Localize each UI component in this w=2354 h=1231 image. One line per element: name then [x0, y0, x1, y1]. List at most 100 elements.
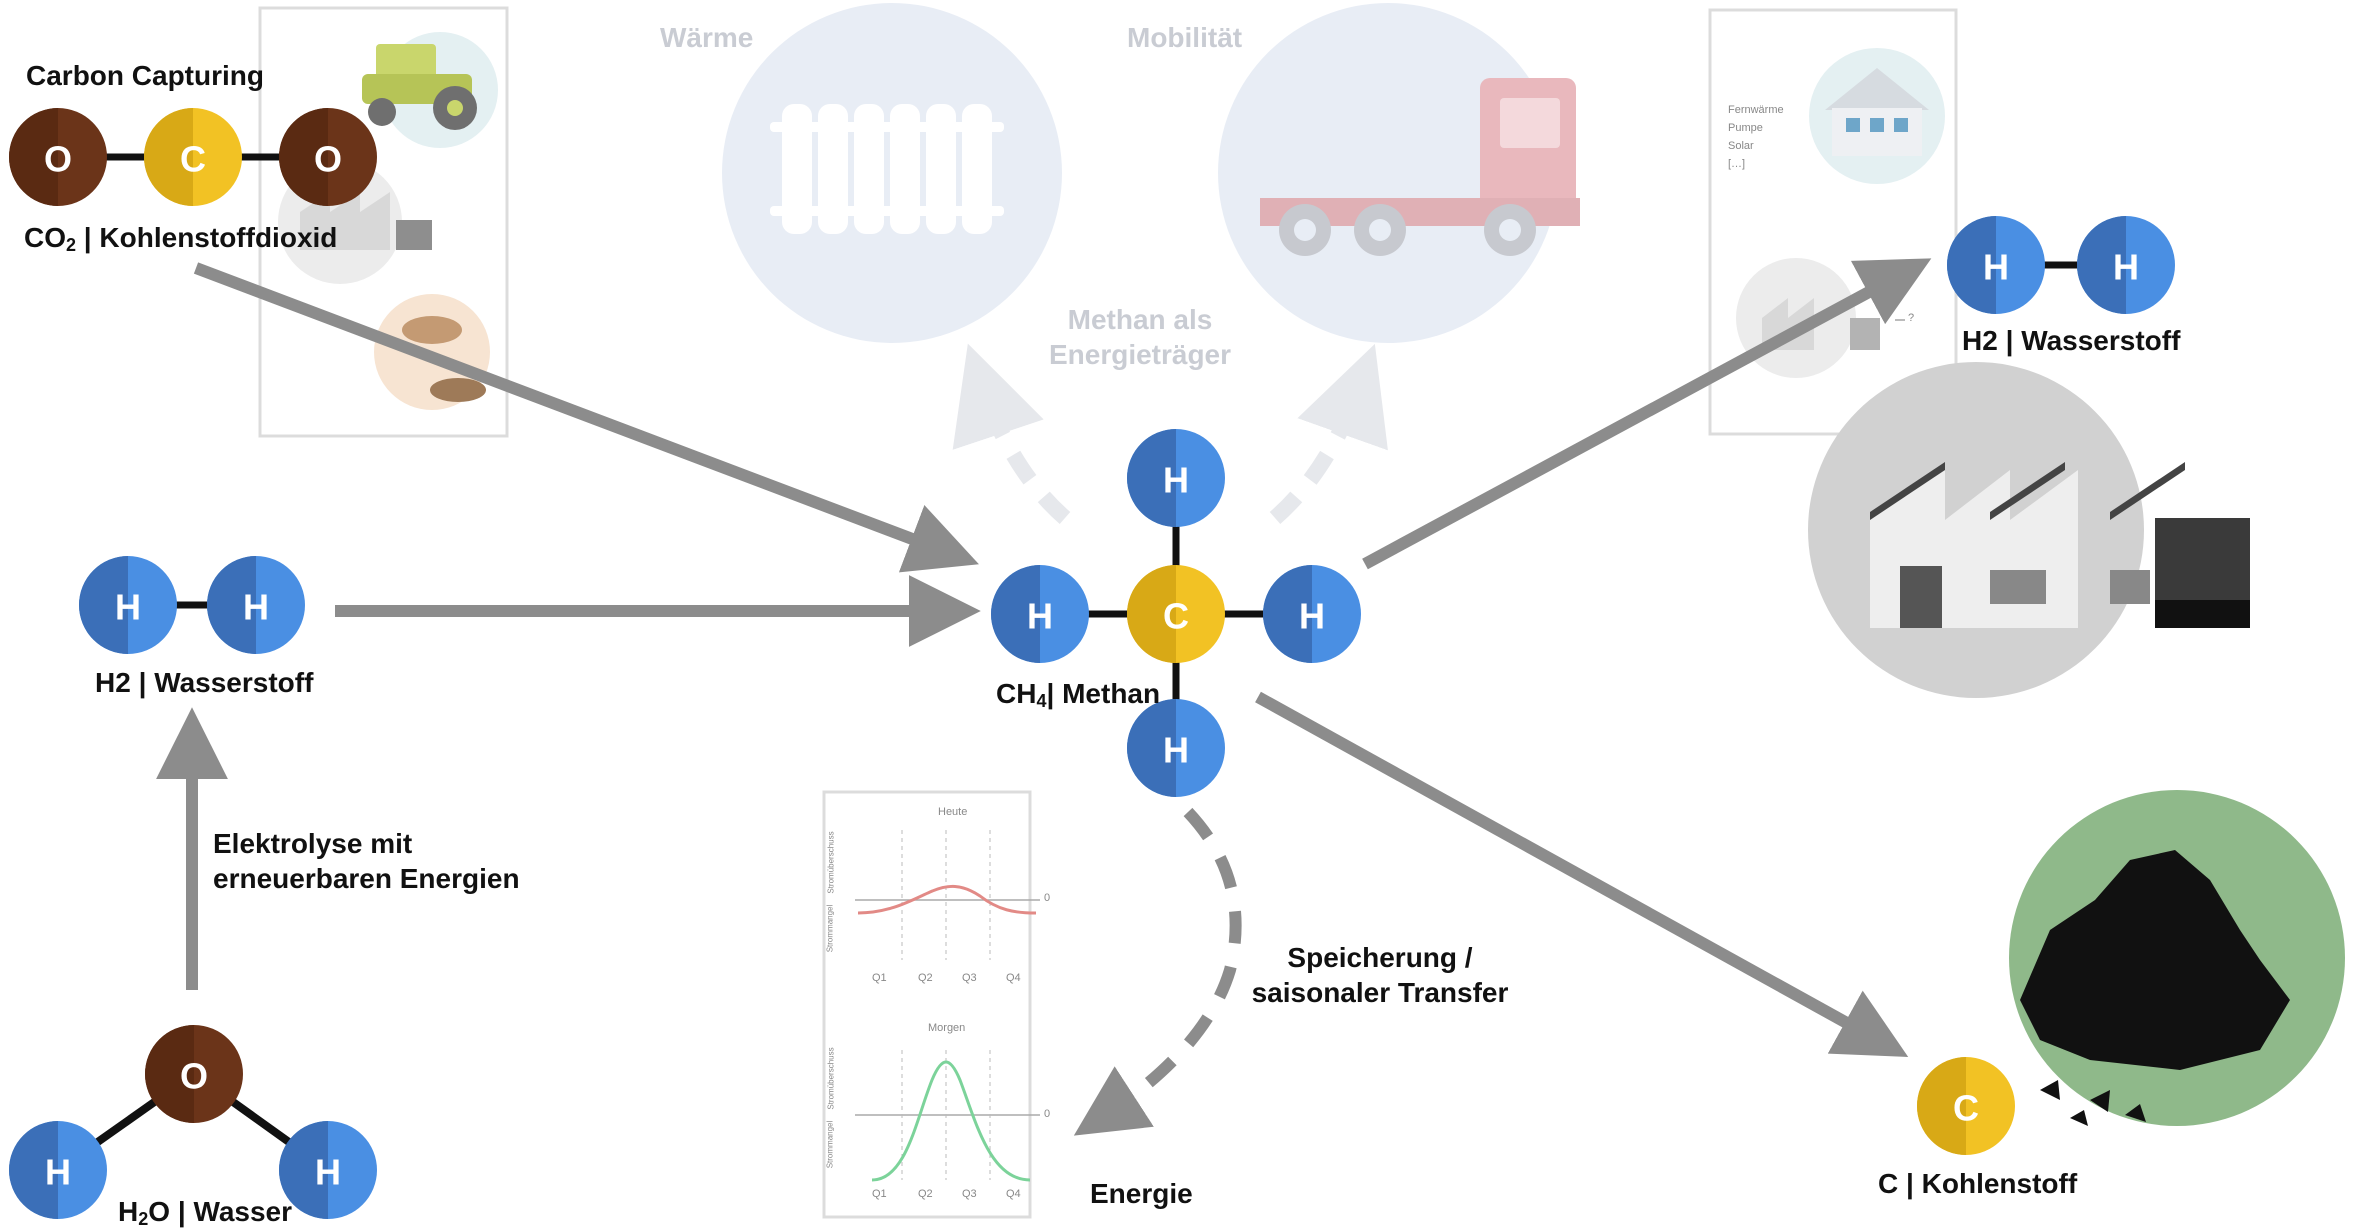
carbon-capturing-heading: Carbon Capturing	[26, 60, 264, 91]
tomorrow-y-label-top: Stromüberschuss	[826, 1047, 836, 1110]
co2-formula-sub: 2	[66, 235, 77, 255]
energy-carrier-line1: Methan als	[1067, 304, 1213, 335]
methane-hydrogen-bottom-atom-label: H	[1163, 730, 1189, 771]
radiator-icon	[770, 104, 1004, 234]
heat-item-district: Fernwärme	[1728, 104, 1784, 116]
heat-usage-circle	[722, 3, 1062, 343]
livestock-icon	[402, 316, 486, 402]
today-y-label-bottom: Strommangel	[825, 904, 835, 953]
h2-right-separator: |	[2005, 325, 2014, 356]
electrolysis-line1: Elektrolyse mit	[213, 828, 413, 859]
coal-circle	[2009, 790, 2345, 1126]
methane-hydrogen-right-atom: H	[1263, 565, 1361, 663]
co2-separator: |	[83, 222, 92, 253]
methane-hydrogen-bottom-atom: H	[1127, 699, 1225, 797]
h2-left-label: H2 | Wasserstoff	[95, 665, 313, 700]
today-zero-label: 0	[1044, 892, 1051, 904]
heat-supply-panel	[1708, 8, 1958, 436]
arrow-methane-to-carbon	[1255, 691, 1909, 1057]
tomorrow-q3: Q3	[962, 1188, 977, 1200]
water-separator: |	[177, 1196, 186, 1227]
h2-left-atom-1: H	[79, 556, 177, 654]
h2-left-atom-2: H	[207, 556, 305, 654]
today-q3: Q3	[962, 972, 977, 984]
tomorrow-q2: Q2	[918, 1188, 933, 1200]
carbon-name: Kohlenstoff	[1921, 1168, 2078, 1199]
methane-name: Methan	[1062, 678, 1161, 709]
water-name: Wasser	[193, 1196, 293, 1227]
co2-oxygen-right-atom-label: O	[314, 139, 342, 180]
methane-formula: CH4	[996, 678, 1047, 711]
h2-left-name: Wasserstoff	[154, 667, 314, 698]
energy-carrier-line2: Energieträger	[1048, 339, 1232, 370]
water-hydrogen-left-atom-label: H	[45, 1152, 71, 1193]
methane-hydrogen-right-atom-label: H	[1299, 596, 1325, 637]
arrow-storage	[1073, 807, 1242, 1136]
heat-item-pump: Pumpe	[1728, 122, 1763, 134]
co2-carbon-atom-label: C	[180, 139, 206, 180]
h2-left-separator: |	[138, 667, 147, 698]
heat-label: Wärme	[660, 22, 754, 53]
industry-circle	[1808, 362, 2250, 698]
h2-right-atom-2: H	[2077, 216, 2175, 314]
truck-icon	[1260, 78, 1580, 256]
factory-icon	[1870, 462, 2250, 628]
h2-left-atom-2-label: H	[243, 587, 269, 628]
tomorrow-chart	[855, 1050, 1040, 1182]
water-label: H2O | Wasser	[118, 1194, 292, 1231]
house-icon	[1825, 68, 1929, 156]
h2-right-atom-2-label: H	[2113, 247, 2139, 288]
tomorrow-curve	[871, 1060, 1031, 1182]
water-oxygen-atom-label: O	[180, 1056, 208, 1097]
mobility-usage-circle	[1218, 3, 1580, 343]
energy-label: Energie	[1090, 1178, 1193, 1209]
methane-hydrogen-top-atom-label: H	[1163, 460, 1189, 501]
tomorrow-y-label-bottom: Strommangel	[825, 1120, 835, 1169]
factory-small-icon	[300, 192, 432, 250]
methane-separator: |	[1046, 678, 1055, 709]
h2-right-atom-1-label: H	[1983, 247, 2009, 288]
carbon-atom-label: C	[1953, 1088, 1979, 1129]
methane-hydrogen-left-atom: H	[991, 565, 1089, 663]
co2-name: Kohlenstoffdioxid	[99, 222, 338, 253]
carbon-sources-panel	[258, 6, 509, 438]
co2-oxygen-right-atom: O	[279, 108, 377, 206]
water-formula-tail: O	[148, 1196, 171, 1227]
methane-formula-sub: 4	[1036, 691, 1047, 711]
methane-carbon-atom: C	[1127, 565, 1225, 663]
coal-pile-icon	[2020, 850, 2290, 1126]
storage-line1: Speicherung /	[1287, 942, 1473, 973]
water-hydrogen-right-atom-label: H	[315, 1152, 341, 1193]
carbon-atom: C	[1917, 1057, 2015, 1155]
arrow-methane-to-h2	[1362, 258, 1932, 570]
tomorrow-q1: Q1	[872, 1188, 887, 1200]
today-q1: Q1	[872, 972, 887, 984]
co2-formula-base: CO	[24, 222, 66, 253]
water-formula-base: H	[118, 1196, 139, 1227]
methane-hydrogen-top-atom: H	[1127, 429, 1225, 527]
energy-carrier-label: Methan als Energieträger	[1049, 302, 1231, 372]
h2-right-formula: H2	[1962, 325, 1998, 356]
water-hydrogen-left-atom: H	[9, 1121, 107, 1219]
tomorrow-zero-label: 0	[1044, 1108, 1051, 1120]
arrow-to-mobility	[1269, 343, 1388, 525]
h2-right-label: H2 | Wasserstoff	[1962, 323, 2180, 358]
h2-right-name: Wasserstoff	[2021, 325, 2181, 356]
arrow-co2-to-methane	[193, 262, 979, 573]
today-q2: Q2	[918, 972, 933, 984]
energy-chart-panel	[822, 790, 1040, 1219]
water-hydrogen-right-atom: H	[279, 1121, 377, 1219]
mobility-label: Mobilität	[1127, 22, 1243, 53]
carbon-separator: |	[1906, 1168, 1914, 1199]
arrow-to-heat	[952, 343, 1071, 525]
today-y-label-top: Stromüberschuss	[826, 831, 836, 894]
water-formula-sub: 2	[138, 1209, 149, 1229]
methane-label: CH4| Methan	[996, 676, 1160, 713]
co2-formula: CO2	[24, 222, 77, 255]
today-curve	[857, 885, 1037, 915]
heat-item-solar: Solar	[1728, 140, 1754, 152]
methane-hydrogen-left-atom-label: H	[1027, 596, 1053, 637]
water-oxygen-atom: O	[145, 1025, 243, 1123]
